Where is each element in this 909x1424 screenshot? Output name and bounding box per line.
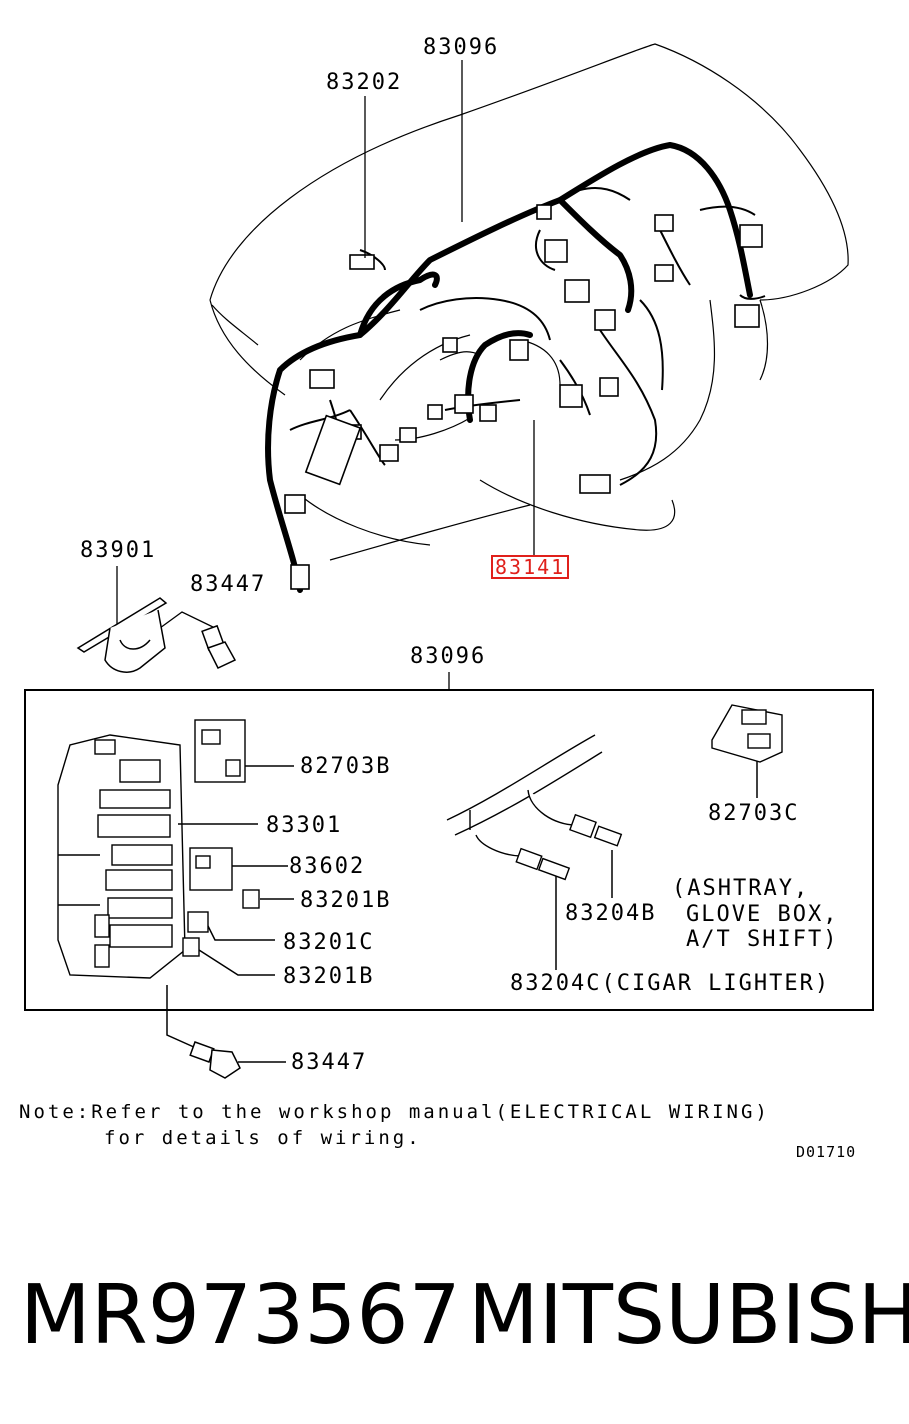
label-83201B-a: 83201B (300, 888, 392, 913)
label-83602: 83602 (289, 854, 366, 879)
harness-connectors (284, 204, 763, 590)
brand-name: MITSUBISHI (468, 1268, 909, 1363)
label-83204C: 83204C(CIGAR LIGHTER) (510, 971, 831, 996)
junction-block-83301 (57, 734, 186, 979)
note-line-1: Note:Refer to the workshop manual(ELECTR… (19, 1101, 770, 1123)
label-83301: 83301 (266, 813, 343, 838)
bracket-83901 (76, 597, 168, 673)
sockets-83204 (446, 734, 623, 881)
note-line-2: for details of wiring. (104, 1127, 422, 1149)
fuses (182, 889, 260, 957)
label-83901: 83901 (80, 538, 157, 563)
dashboard-outline (209, 43, 849, 561)
bolt-83447-bottom (189, 1041, 241, 1079)
label-83201C: 83201C (283, 930, 375, 955)
leader-lines-top (116, 60, 535, 629)
harness-main (265, 142, 753, 593)
label-83202: 83202 (326, 70, 403, 95)
leader-lines-box (166, 758, 758, 1063)
relay-82703B (194, 719, 246, 783)
label-ashtray-1: (ASHTRAY, (672, 876, 810, 901)
label-83141-highlighted[interactable]: 83141 (490, 555, 570, 579)
label-83096-box: 83096 (410, 644, 487, 669)
part-number: MR973567 (20, 1268, 461, 1363)
label-83447-top: 83447 (190, 572, 267, 597)
label-82703C: 82703C (708, 801, 800, 826)
label-83201B-b: 83201B (283, 964, 375, 989)
label-ashtray-3: A/T SHIFT) (686, 927, 839, 952)
bolt-83447-top (201, 624, 237, 669)
diagram-code: D01710 (796, 1143, 857, 1161)
label-83447-bottom: 83447 (291, 1050, 368, 1075)
label-ashtray-2: GLOVE BOX, (686, 902, 839, 927)
label-83204B: 83204B (565, 901, 657, 926)
label-83096-top: 83096 (423, 35, 500, 60)
relay-82703C (711, 704, 783, 763)
label-82703B: 82703B (300, 754, 392, 779)
relay-83602 (189, 847, 233, 891)
